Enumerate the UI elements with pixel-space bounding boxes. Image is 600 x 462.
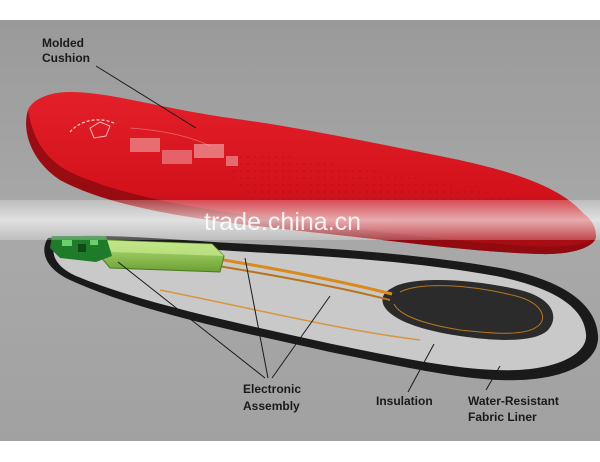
watermark-band: [0, 200, 600, 240]
label-electronic: Electronic: [243, 382, 301, 396]
label-water-resistant: Water-Resistant: [468, 394, 559, 408]
insulation-layer: [53, 241, 587, 371]
leader-electronic-1: [117, 261, 266, 379]
blurred-logo: [130, 138, 238, 166]
battery-pack: [99, 239, 225, 273]
label-cushion: Cushion: [42, 51, 90, 65]
watermark-text: trade.china.cn: [204, 208, 361, 236]
leader-lines: [95, 65, 501, 393]
heating-element-trace: [393, 285, 543, 334]
leader-insulation: [407, 343, 435, 393]
leader-molded-cushion: [95, 65, 197, 129]
leader-electronic-3: [271, 295, 331, 379]
circuit-board: [50, 236, 112, 262]
label-molded: Molded: [42, 36, 84, 50]
label-assembly: Assembly: [243, 399, 300, 413]
label-insulation: Insulation: [376, 394, 433, 408]
leader-electronic-2: [244, 257, 269, 379]
label-fabric-liner: Fabric Liner: [468, 410, 537, 424]
leader-fabric-liner: [485, 365, 501, 391]
